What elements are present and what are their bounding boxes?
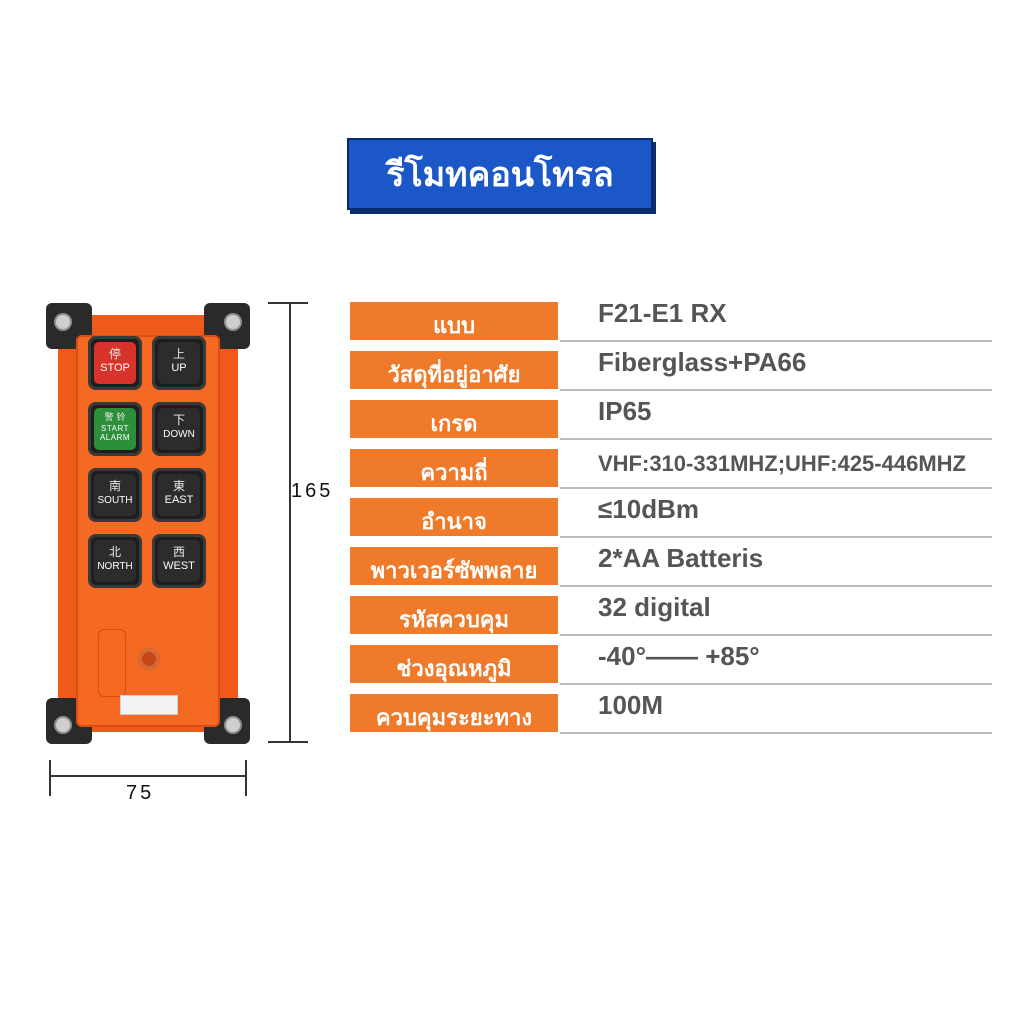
height-dimension-line [289,303,291,742]
spec-row-power: อำนาจ ≤10dBm [350,494,992,538]
spec-value: Fiberglass+PA66 [598,347,807,377]
spec-divider [560,438,992,440]
spec-label: แบบ [432,314,476,339]
button-cjk: 南 [108,479,121,493]
spec-row-power-supply: พาวเวอร์ซัพพลาย 2*AA Batteris [350,543,992,587]
width-dimension-label: 75 [126,782,155,804]
spec-label-box: ช่วงอุณหภูมิ [350,645,558,685]
down-button: 下 DOWN [152,402,206,456]
spec-value: 2*AA Batteris [598,543,764,573]
spec-divider [560,340,992,342]
battery-slot [98,629,126,697]
north-button: 北 NORTH [88,534,142,588]
label-plate [120,695,178,715]
screw-icon [54,716,72,734]
spec-divider [560,634,992,636]
spec-label: รหัสควบคุม [399,608,509,633]
spec-label: ควบคุมระยะทาง [375,706,533,731]
button-cjk: 西 [172,545,185,559]
dimension-tick [245,760,247,796]
spec-label: เกรด [430,412,478,437]
spec-label-box: ความถี่ [350,449,558,489]
spec-value: 32 digital [598,592,711,622]
width-dimension-line [50,775,246,777]
button-cjk: 停 [108,347,121,361]
spec-divider [560,536,992,538]
dimension-tick [268,741,308,743]
button-cjk: 上 [172,347,185,361]
button-cjk: 東 [172,479,185,493]
spec-divider [560,683,992,685]
spec-label: พาวเวอร์ซัพพลาย [370,559,538,584]
screw-icon [224,313,242,331]
spec-value: F21-E1 RX [598,298,727,328]
button-label: UP [171,362,187,374]
spec-value: IP65 [598,396,652,426]
button-label: START ALARM [99,424,131,442]
spec-label: อำนาจ [421,510,487,535]
button-label: EAST [164,494,194,506]
button-label: SOUTH [97,495,133,506]
spec-label-box: ควบคุมระยะทาง [350,694,558,734]
button-label: WEST [163,560,195,572]
spec-value: 100M [598,690,664,720]
dimension-tick [268,302,308,304]
spec-row-control-distance: ควบคุมระยะทาง 100M [350,690,992,734]
spec-row-frequency: ความถี่ VHF:310-331MHZ;UHF:425-446MHZ [350,449,992,489]
spec-label: ความถี่ [420,461,488,486]
spec-divider [560,487,992,489]
spec-value: ≤10dBm [598,494,699,524]
spec-label-box: อำนาจ [350,498,558,538]
spec-row-temperature: ช่วงอุณหภูมิ -40°—— +85° [350,641,992,685]
button-label: STOP [100,362,130,374]
button-cjk: 下 [172,413,185,427]
screw-icon [224,716,242,734]
spec-label-box: พาวเวอร์ซัพพลาย [350,547,558,587]
screw-icon [54,313,72,331]
spec-divider [560,732,992,734]
spec-divider [560,389,992,391]
spec-value: VHF:310-331MHZ;UHF:425-446MHZ [598,451,966,476]
spec-label-box: แบบ [350,302,558,342]
spec-row-model: แบบ F21-E1 RX [350,298,992,342]
button-label: NORTH [97,561,133,572]
spec-row-grade: เกรด IP65 [350,396,992,440]
spec-label-box: วัสดุที่อยู่อาศัย [350,351,558,391]
spec-divider [560,585,992,587]
spec-label-box: รหัสควบคุม [350,596,558,636]
height-dimension-label: 165 [291,480,334,502]
spec-label: ช่วงอุณหภูมิ [396,657,512,682]
button-cjk: 警 铃 [104,413,126,423]
title-banner: รีโมทคอนโทรล [347,138,653,210]
spec-row-control-code: รหัสควบคุม 32 digital [350,592,992,636]
spec-label-box: เกรด [350,400,558,440]
south-button: 南 SOUTH [88,468,142,522]
indicator-led [138,648,160,670]
page-title: รีโมทคอนโทรล [386,155,614,195]
button-label: DOWN [163,429,195,440]
spec-row-housing-material: วัสดุที่อยู่อาศัย Fiberglass+PA66 [350,347,992,391]
button-cjk: 北 [108,545,121,559]
spec-label: วัสดุที่อยู่อาศัย [387,363,521,388]
spec-value: -40°—— +85° [598,641,760,671]
dimension-tick [49,760,51,796]
